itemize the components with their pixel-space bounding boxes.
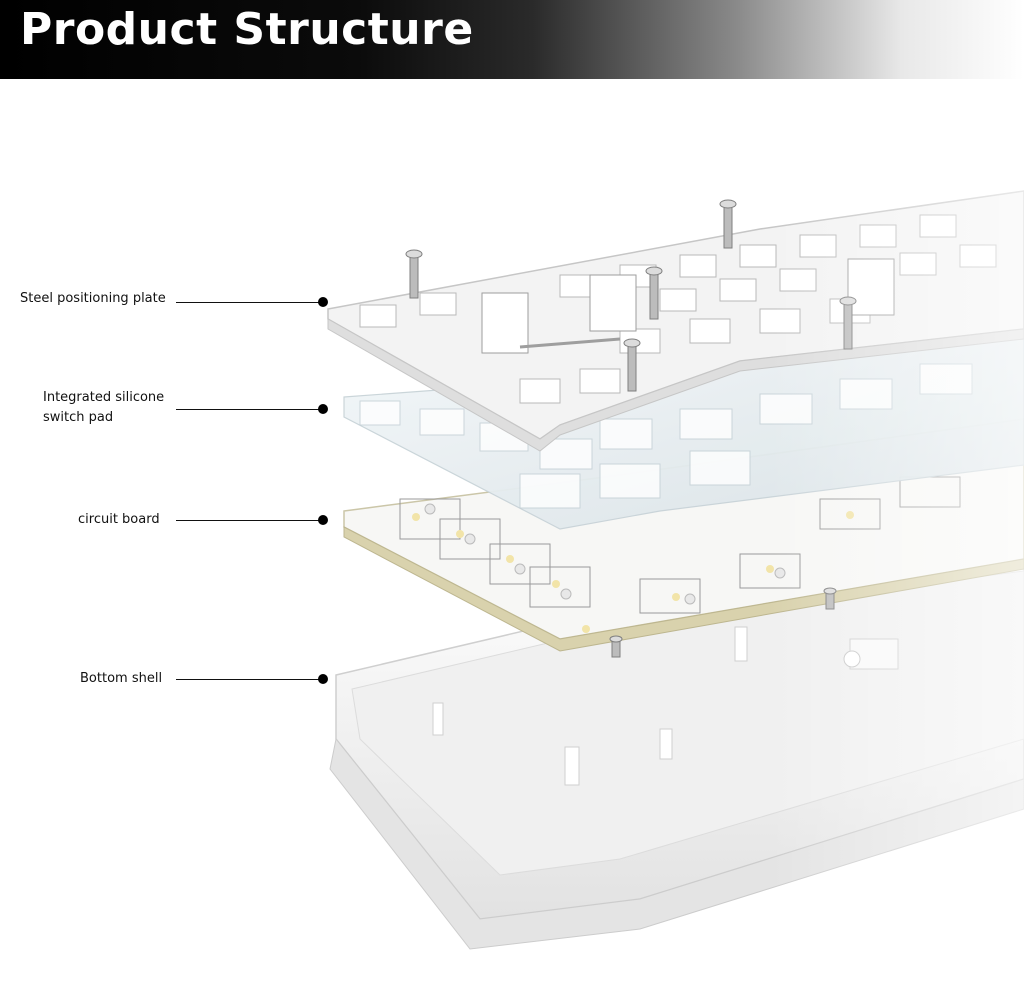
callout-leader-circuit-board bbox=[176, 520, 320, 521]
callout-dot-steel-positioning-plate bbox=[318, 297, 328, 307]
title-banner: Product Structure bbox=[0, 0, 1024, 79]
callout-leader-steel-positioning-plate bbox=[176, 302, 320, 303]
callout-label-circuit-board: circuit board bbox=[78, 512, 160, 527]
keyboard-exploded-illustration bbox=[0, 79, 1024, 997]
callout-label-steel-positioning-plate: Steel positioning plate bbox=[20, 291, 166, 306]
callout-dot-integrated-silicone-switch-pad bbox=[318, 404, 328, 414]
callout-leader-integrated-silicone-switch-pad bbox=[176, 409, 320, 410]
callout-label-bottom-shell: Bottom shell bbox=[80, 671, 163, 686]
callout-label-integrated-silicone-switch-pad: Integrated silicone switch pad bbox=[43, 390, 165, 425]
page-title: Product Structure bbox=[20, 4, 474, 55]
callout-dot-bottom-shell bbox=[318, 674, 328, 684]
callout-dot-circuit-board bbox=[318, 515, 328, 525]
callout-leader-bottom-shell bbox=[176, 679, 320, 680]
